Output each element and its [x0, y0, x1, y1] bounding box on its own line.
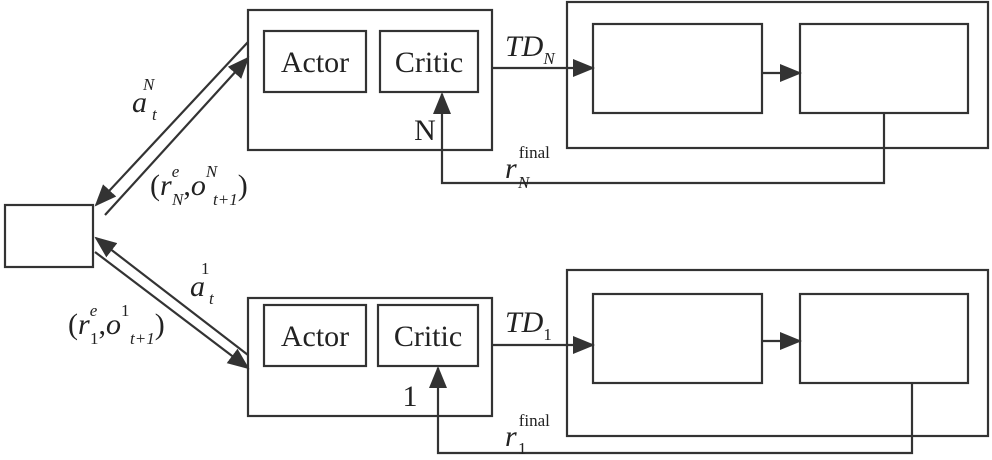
- agent-index-label: N: [414, 114, 436, 147]
- action-arrow: [94, 251, 250, 370]
- module-box: [798, 292, 970, 385]
- evaluator-container: [565, 0, 990, 150]
- critic-label: Critic: [395, 46, 463, 79]
- critic-box: [376, 303, 480, 368]
- agent-index-label: 1: [403, 380, 418, 413]
- agent-1-box: [246, 296, 494, 418]
- action-label: a1t: [190, 259, 215, 308]
- module-box: [591, 22, 764, 115]
- final-reward-arrow: [433, 92, 886, 185]
- module-box: [591, 292, 764, 385]
- critic-label: Critic: [394, 320, 462, 353]
- critic-box: [378, 29, 480, 94]
- action-arrow: [94, 41, 249, 207]
- module-box: [798, 22, 970, 115]
- environment-box: [3, 203, 95, 269]
- observation-arrow: [94, 236, 249, 356]
- actor-box: [262, 303, 368, 368]
- final-reward-arrow: [429, 366, 914, 455]
- td-label: TDN: [505, 30, 556, 68]
- td-label: TD1: [505, 306, 552, 344]
- actor-box: [262, 29, 368, 94]
- actor-label: Actor: [281, 46, 349, 79]
- agent-n-box: [246, 8, 494, 152]
- evaluator-container: [565, 268, 990, 438]
- observation-arrow: [104, 56, 250, 216]
- actor-label: Actor: [281, 320, 349, 353]
